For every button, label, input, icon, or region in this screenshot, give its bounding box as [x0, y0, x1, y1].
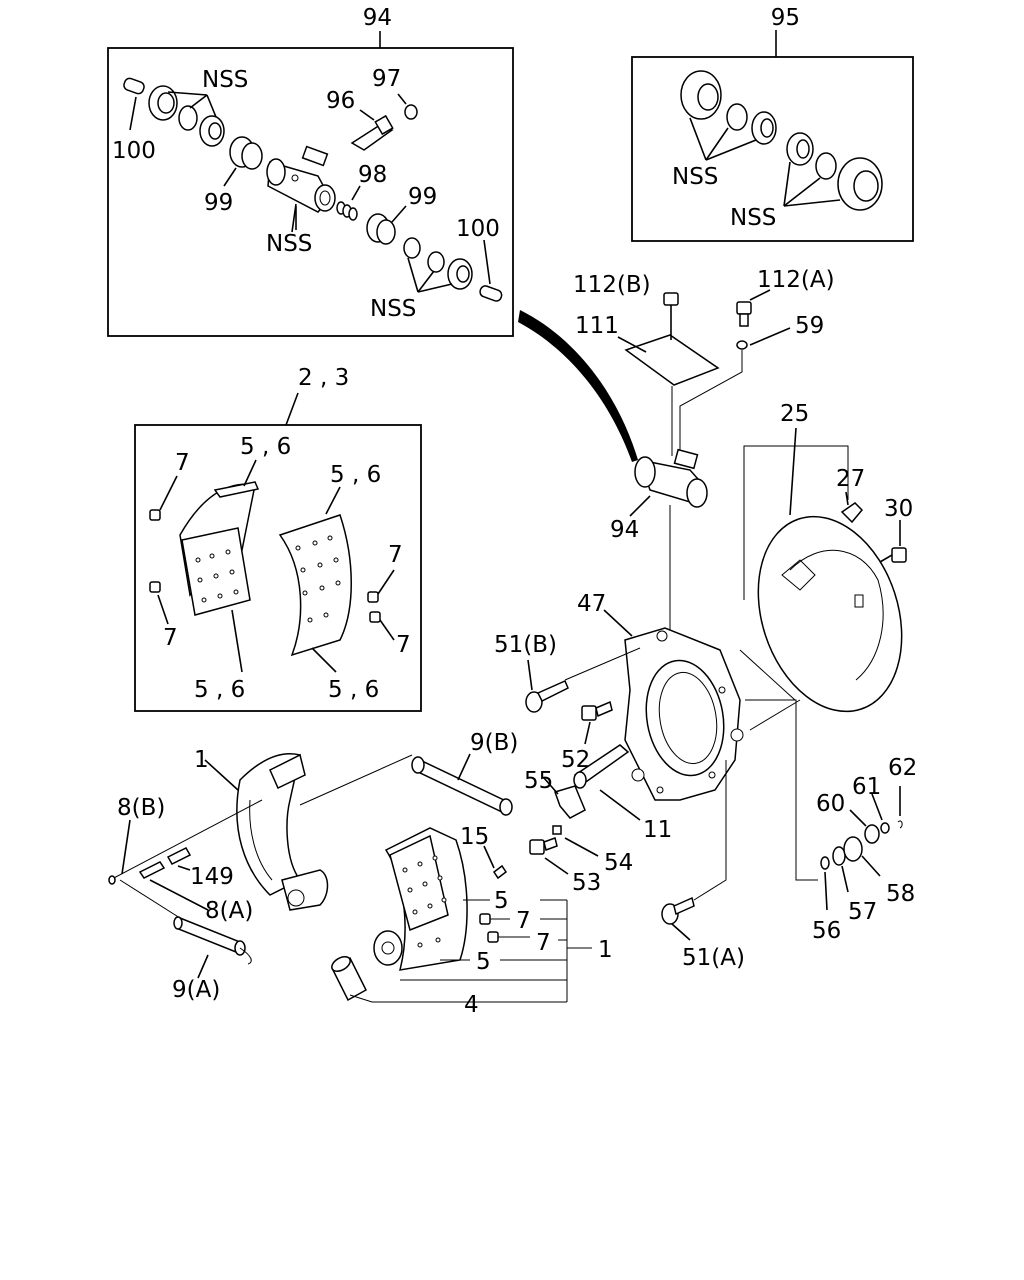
label-61: 61	[852, 774, 881, 800]
piston-99-left	[223, 136, 263, 187]
label-1: 1	[194, 747, 209, 773]
label-100: 100	[112, 138, 156, 164]
label-25: 25	[780, 401, 809, 427]
label-94: 94	[363, 5, 392, 31]
label-30: 30	[884, 496, 913, 522]
label-95: 95	[771, 5, 800, 31]
label-7: 7	[516, 908, 531, 934]
label-52: 52	[561, 747, 590, 773]
label-54: 54	[604, 850, 633, 876]
label-58: 58	[886, 881, 915, 907]
label-56: 56	[812, 918, 841, 944]
label-59: 59	[795, 313, 824, 339]
label-51a: 51(A)	[682, 945, 745, 971]
label-96: 96	[326, 88, 355, 114]
label-112a: 112(A)	[757, 267, 835, 293]
bleeder-screw-96	[350, 109, 394, 151]
label-nss: NSS	[370, 296, 416, 322]
label-5: 5	[476, 949, 491, 975]
label-111: 111	[575, 313, 619, 339]
label-8b: 8(B)	[117, 795, 165, 821]
label-51b: 51(B)	[494, 632, 557, 658]
label-9a: 9(A)	[172, 977, 220, 1003]
label-7: 7	[163, 625, 178, 651]
label-98: 98	[358, 162, 387, 188]
label-9b: 9(B)	[470, 730, 518, 756]
label-nss: NSS	[730, 205, 776, 231]
bleeder-cap-97	[397, 93, 418, 120]
wheel-cylinder-kit-box	[107, 31, 514, 337]
spring-98	[336, 185, 361, 221]
label-100: 100	[456, 216, 500, 242]
label-8a: 8(A)	[205, 898, 253, 924]
label-27: 27	[836, 466, 865, 492]
label-5-6: 5 , 6	[330, 462, 381, 488]
label-2-3: 2 , 3	[298, 365, 349, 391]
label-5: 5	[494, 888, 509, 914]
label-5-6: 5 , 6	[328, 677, 379, 703]
label-11: 11	[643, 817, 672, 843]
label-99: 99	[408, 184, 437, 210]
label-1: 1	[598, 937, 613, 963]
label-4: 4	[464, 992, 479, 1018]
dust-shield-25	[743, 427, 907, 713]
piston-99-right	[366, 205, 407, 245]
boot-left	[148, 85, 225, 147]
callout-connector-94	[518, 310, 638, 462]
label-94: 94	[610, 517, 639, 543]
label-60: 60	[816, 791, 845, 817]
shaft-11	[573, 744, 641, 821]
label-47: 47	[577, 591, 606, 617]
callout-labels: 94 95 NSS 100 97 96 98 99 99 NSS 100 NSS…	[112, 5, 917, 1018]
label-5-6: 5 , 6	[194, 677, 245, 703]
anchor-plate-47	[564, 609, 818, 881]
repair-kit-box	[631, 30, 914, 242]
brake-shoe-kit-box	[134, 392, 422, 712]
return-spring-9b	[299, 753, 513, 816]
plate-111-assembly	[617, 289, 791, 456]
label-7: 7	[175, 450, 190, 476]
label-7: 7	[388, 542, 403, 568]
label-57: 57	[848, 899, 877, 925]
cylinder-body	[266, 145, 336, 230]
label-97: 97	[372, 66, 401, 92]
label-99: 99	[204, 190, 233, 216]
label-7: 7	[536, 930, 551, 956]
lock-plate-55	[529, 777, 599, 875]
label-7: 7	[396, 632, 411, 658]
bolt-51a	[661, 760, 727, 941]
label-nss: NSS	[202, 67, 248, 93]
label-55: 55	[524, 768, 553, 794]
label-nss: NSS	[266, 231, 312, 257]
brake-shoe-1-left	[108, 753, 329, 979]
bolt-52	[581, 700, 613, 745]
pin-100-left	[123, 77, 145, 131]
label-112b: 112(B)	[573, 272, 651, 298]
label-nss: NSS	[672, 164, 718, 190]
label-5-6: 5 , 6	[240, 434, 291, 460]
brake-shoe-1-right	[331, 827, 592, 1003]
label-149: 149	[190, 864, 234, 890]
label-62: 62	[888, 755, 917, 781]
wheel-cylinder-94	[629, 448, 708, 630]
adjuster-parts-56-62	[820, 786, 903, 911]
bolt-51b	[525, 659, 569, 713]
label-53: 53	[572, 870, 601, 896]
seal-kit-right	[403, 237, 473, 293]
label-15: 15	[460, 824, 489, 850]
pin-100-right	[479, 239, 503, 302]
